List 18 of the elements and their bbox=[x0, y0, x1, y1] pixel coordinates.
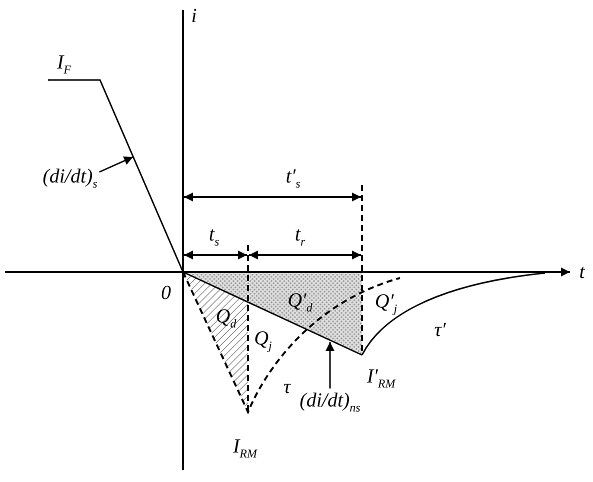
current-label: I′$_{RM}$ bbox=[366, 366, 396, 390]
slope-label: (di/dt)$_{ns}$ bbox=[300, 390, 360, 414]
current-label: I$_{RM}$ bbox=[233, 436, 257, 460]
axis-label: t bbox=[579, 262, 585, 282]
leader-line bbox=[326, 342, 334, 388]
current-label: I$_{F}$ bbox=[57, 52, 71, 76]
time-interval-label: t$_{r}$ bbox=[294, 224, 306, 248]
charge-label: Q′$_{d}$ bbox=[288, 290, 312, 314]
time-interval-label: t$_{s}$ bbox=[208, 224, 220, 248]
charge-label: Q$_{j}$ bbox=[254, 328, 272, 352]
axis-label: i bbox=[191, 6, 197, 26]
time-constant-label: τ′ bbox=[434, 320, 446, 340]
origin-label: 0 bbox=[161, 283, 171, 303]
slope-label: (di/dt)$_{s}$ bbox=[42, 166, 98, 190]
time-constant-label: τ bbox=[283, 377, 291, 397]
leader-line bbox=[99, 156, 134, 173]
time-interval-label: t′$_{s}$ bbox=[286, 166, 300, 190]
charge-label: Q′$_{j}$ bbox=[374, 292, 398, 314]
